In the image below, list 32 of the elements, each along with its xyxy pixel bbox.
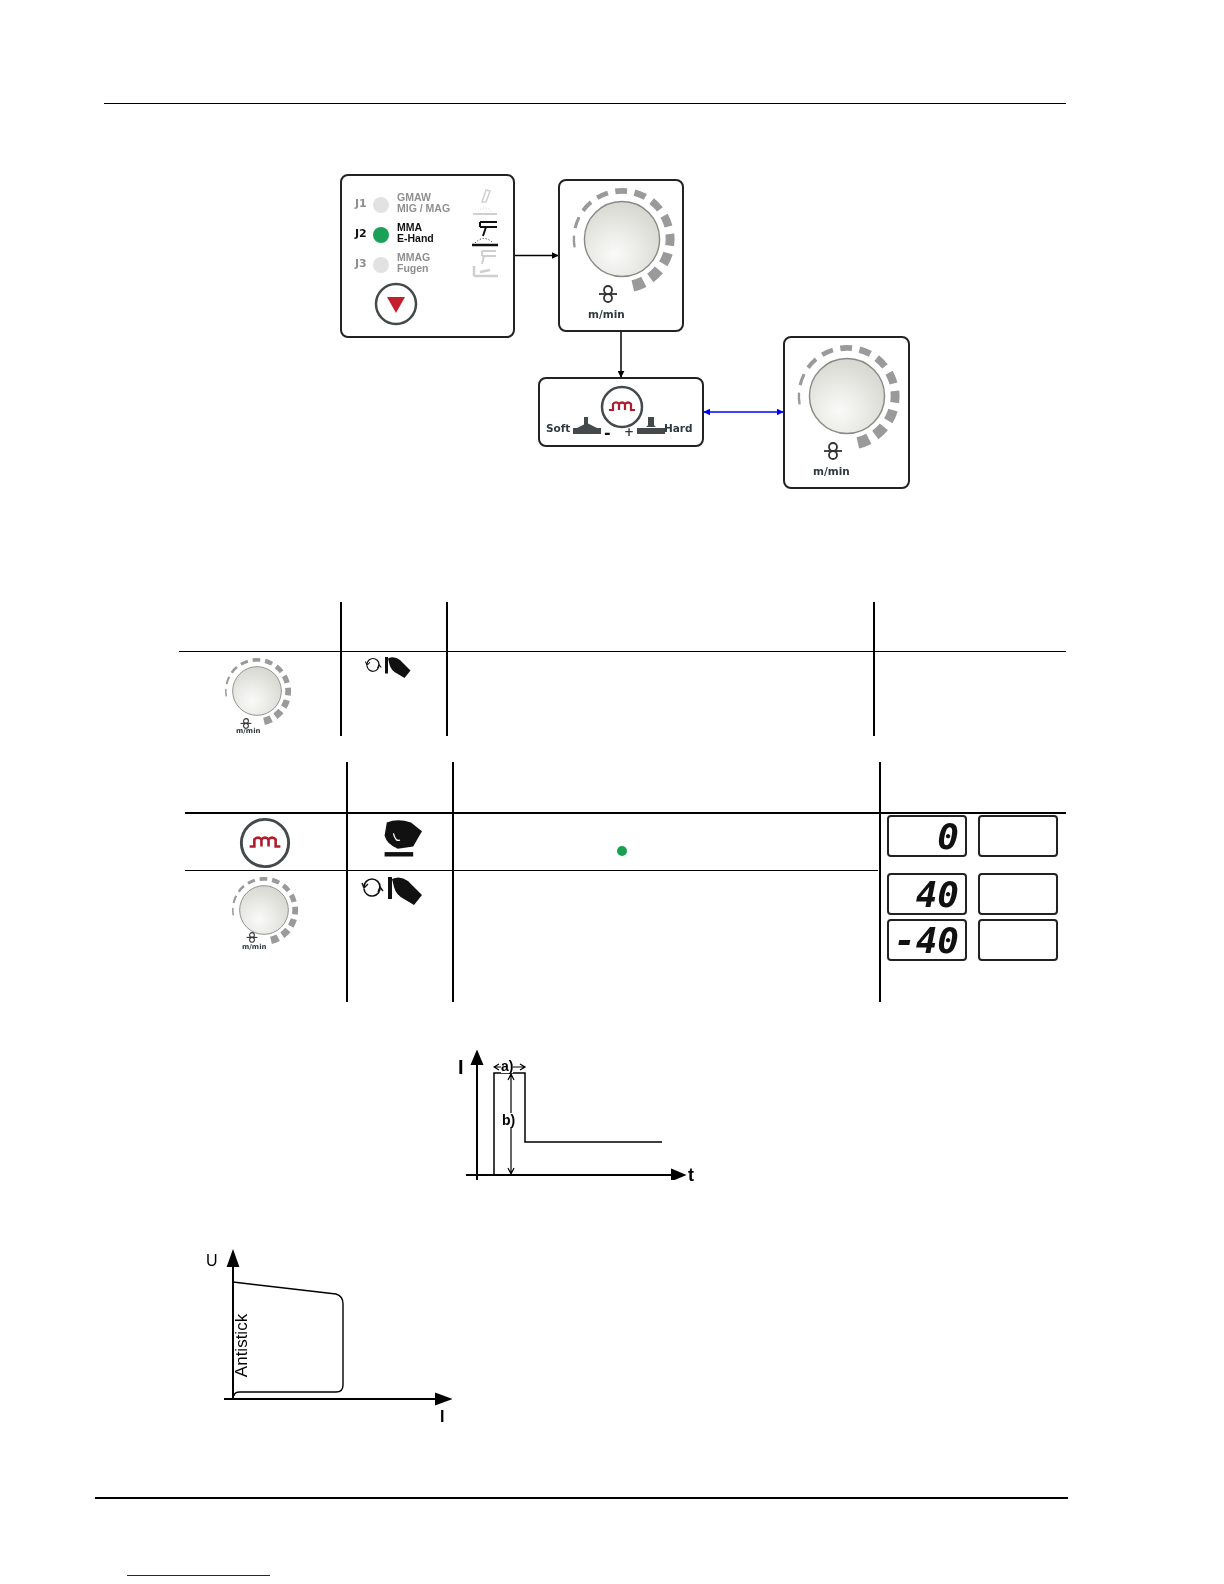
mode-select-panel [340, 174, 515, 338]
arc-force-panel [538, 377, 704, 447]
hard-label: Hard [664, 423, 693, 434]
display-window [978, 919, 1058, 961]
arrow [617, 331, 625, 378]
minus-sign: - [604, 425, 611, 442]
mode-label: J1 [355, 198, 367, 210]
arrow [703, 408, 784, 416]
knob-panel [783, 336, 910, 489]
soft-label: Soft [546, 423, 571, 434]
display-readout: 0 [887, 815, 967, 857]
mode-label: J2 [355, 228, 367, 240]
dimension-label: b) [502, 1113, 516, 1127]
display-readout: -40 [887, 919, 967, 961]
display-readout: 40 [887, 873, 967, 915]
arrow [514, 252, 559, 259]
dimension-label: a) [501, 1059, 514, 1073]
process-name: GMAW MIG / MAG [397, 192, 452, 215]
axis-label: t [688, 1166, 694, 1184]
process-name: MMAG Fugen [397, 252, 432, 275]
display-window [978, 873, 1058, 915]
plus-sign: + [624, 426, 635, 439]
axis-label: I [440, 1409, 445, 1425]
axis-label: I [458, 1057, 464, 1077]
unit-label: m/min [588, 309, 625, 320]
process-name: MMA E-Hand [397, 222, 435, 245]
knob-panel [558, 179, 684, 332]
display-window [978, 815, 1058, 857]
mode-label: J3 [355, 258, 367, 270]
unit-label: m/min [813, 466, 850, 477]
axis-label: U [206, 1253, 218, 1269]
curve-label: Antistick [233, 1313, 251, 1378]
